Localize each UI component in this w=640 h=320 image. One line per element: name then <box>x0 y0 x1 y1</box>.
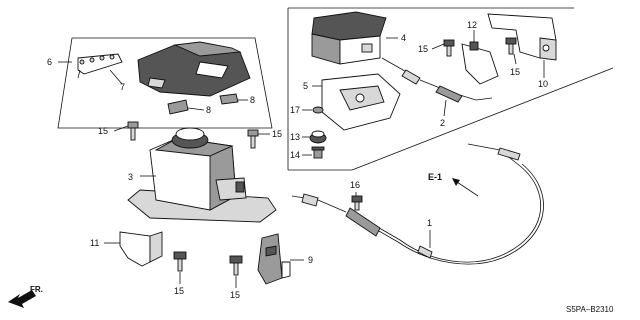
leader-7 <box>109 69 123 85</box>
callout-14: 14 <box>290 150 300 160</box>
bracket-part-9 <box>257 233 291 285</box>
link-bracket-part <box>461 41 499 85</box>
leader-2 <box>443 99 447 117</box>
callout-7: 7 <box>120 82 125 92</box>
clip-part-lower <box>167 99 189 115</box>
leader-15a <box>113 125 129 132</box>
callout-6: 6 <box>47 57 52 67</box>
callout-12: 12 <box>467 20 477 30</box>
leader-15f <box>513 53 517 65</box>
bolt-part-d <box>229 255 243 276</box>
callout-8-lower: 8 <box>206 105 211 115</box>
bolt-part-16 <box>351 195 363 211</box>
collar-part <box>311 146 325 159</box>
grommet-part <box>309 130 327 144</box>
diagram-code: S5PA–B2310 <box>566 305 614 314</box>
bolt-part-b <box>247 129 259 149</box>
callout-15-lower-mid: 15 <box>230 290 240 300</box>
callout-3: 3 <box>128 172 133 182</box>
bolt-part-f <box>505 37 517 55</box>
wire-clip-part <box>77 53 123 79</box>
reference-label: E-1 <box>428 172 442 182</box>
front-direction-arrow-icon <box>8 290 36 308</box>
callout-11: 11 <box>90 238 99 248</box>
bolt-part-c <box>173 251 187 272</box>
cruise-actuator-part <box>127 127 277 223</box>
cruise-cable-part <box>291 143 544 265</box>
callout-10: 10 <box>538 79 548 89</box>
callout-8-upper: 8 <box>250 95 255 105</box>
bolt-part-a <box>127 121 139 141</box>
bracket-part-11 <box>119 231 163 267</box>
callout-13: 13 <box>290 132 300 142</box>
callout-1: 1 <box>427 218 432 228</box>
leader-8b <box>187 107 205 111</box>
clip-part-upper <box>219 93 239 105</box>
callout-17: 17 <box>290 105 300 115</box>
pedal-bracket-part <box>487 13 557 61</box>
callout-15-inset-left: 15 <box>418 44 428 54</box>
callout-5: 5 <box>303 81 308 91</box>
cover-group-bracket <box>57 37 273 129</box>
callout-9: 9 <box>308 255 313 265</box>
inner-cable-part <box>381 57 493 103</box>
direction-label: FR. <box>30 285 43 294</box>
bolt-part-e <box>443 39 455 57</box>
control-unit-part <box>311 11 387 65</box>
callout-15-lower-left: 15 <box>174 286 184 296</box>
leader-15e <box>431 43 445 50</box>
actuator-cover-part <box>137 41 251 97</box>
inset-panel-outline <box>287 7 614 171</box>
callout-15-actuator-left: 15 <box>98 126 108 136</box>
reference-arrow-icon <box>452 178 479 197</box>
callout-16: 16 <box>350 180 360 190</box>
washer-part <box>312 106 324 114</box>
callout-4: 4 <box>401 33 406 43</box>
mounting-bracket-part <box>321 73 401 131</box>
callout-15-actuator-right: 15 <box>272 129 282 139</box>
callout-15-inset-right: 15 <box>510 67 520 77</box>
callout-2: 2 <box>440 118 445 128</box>
